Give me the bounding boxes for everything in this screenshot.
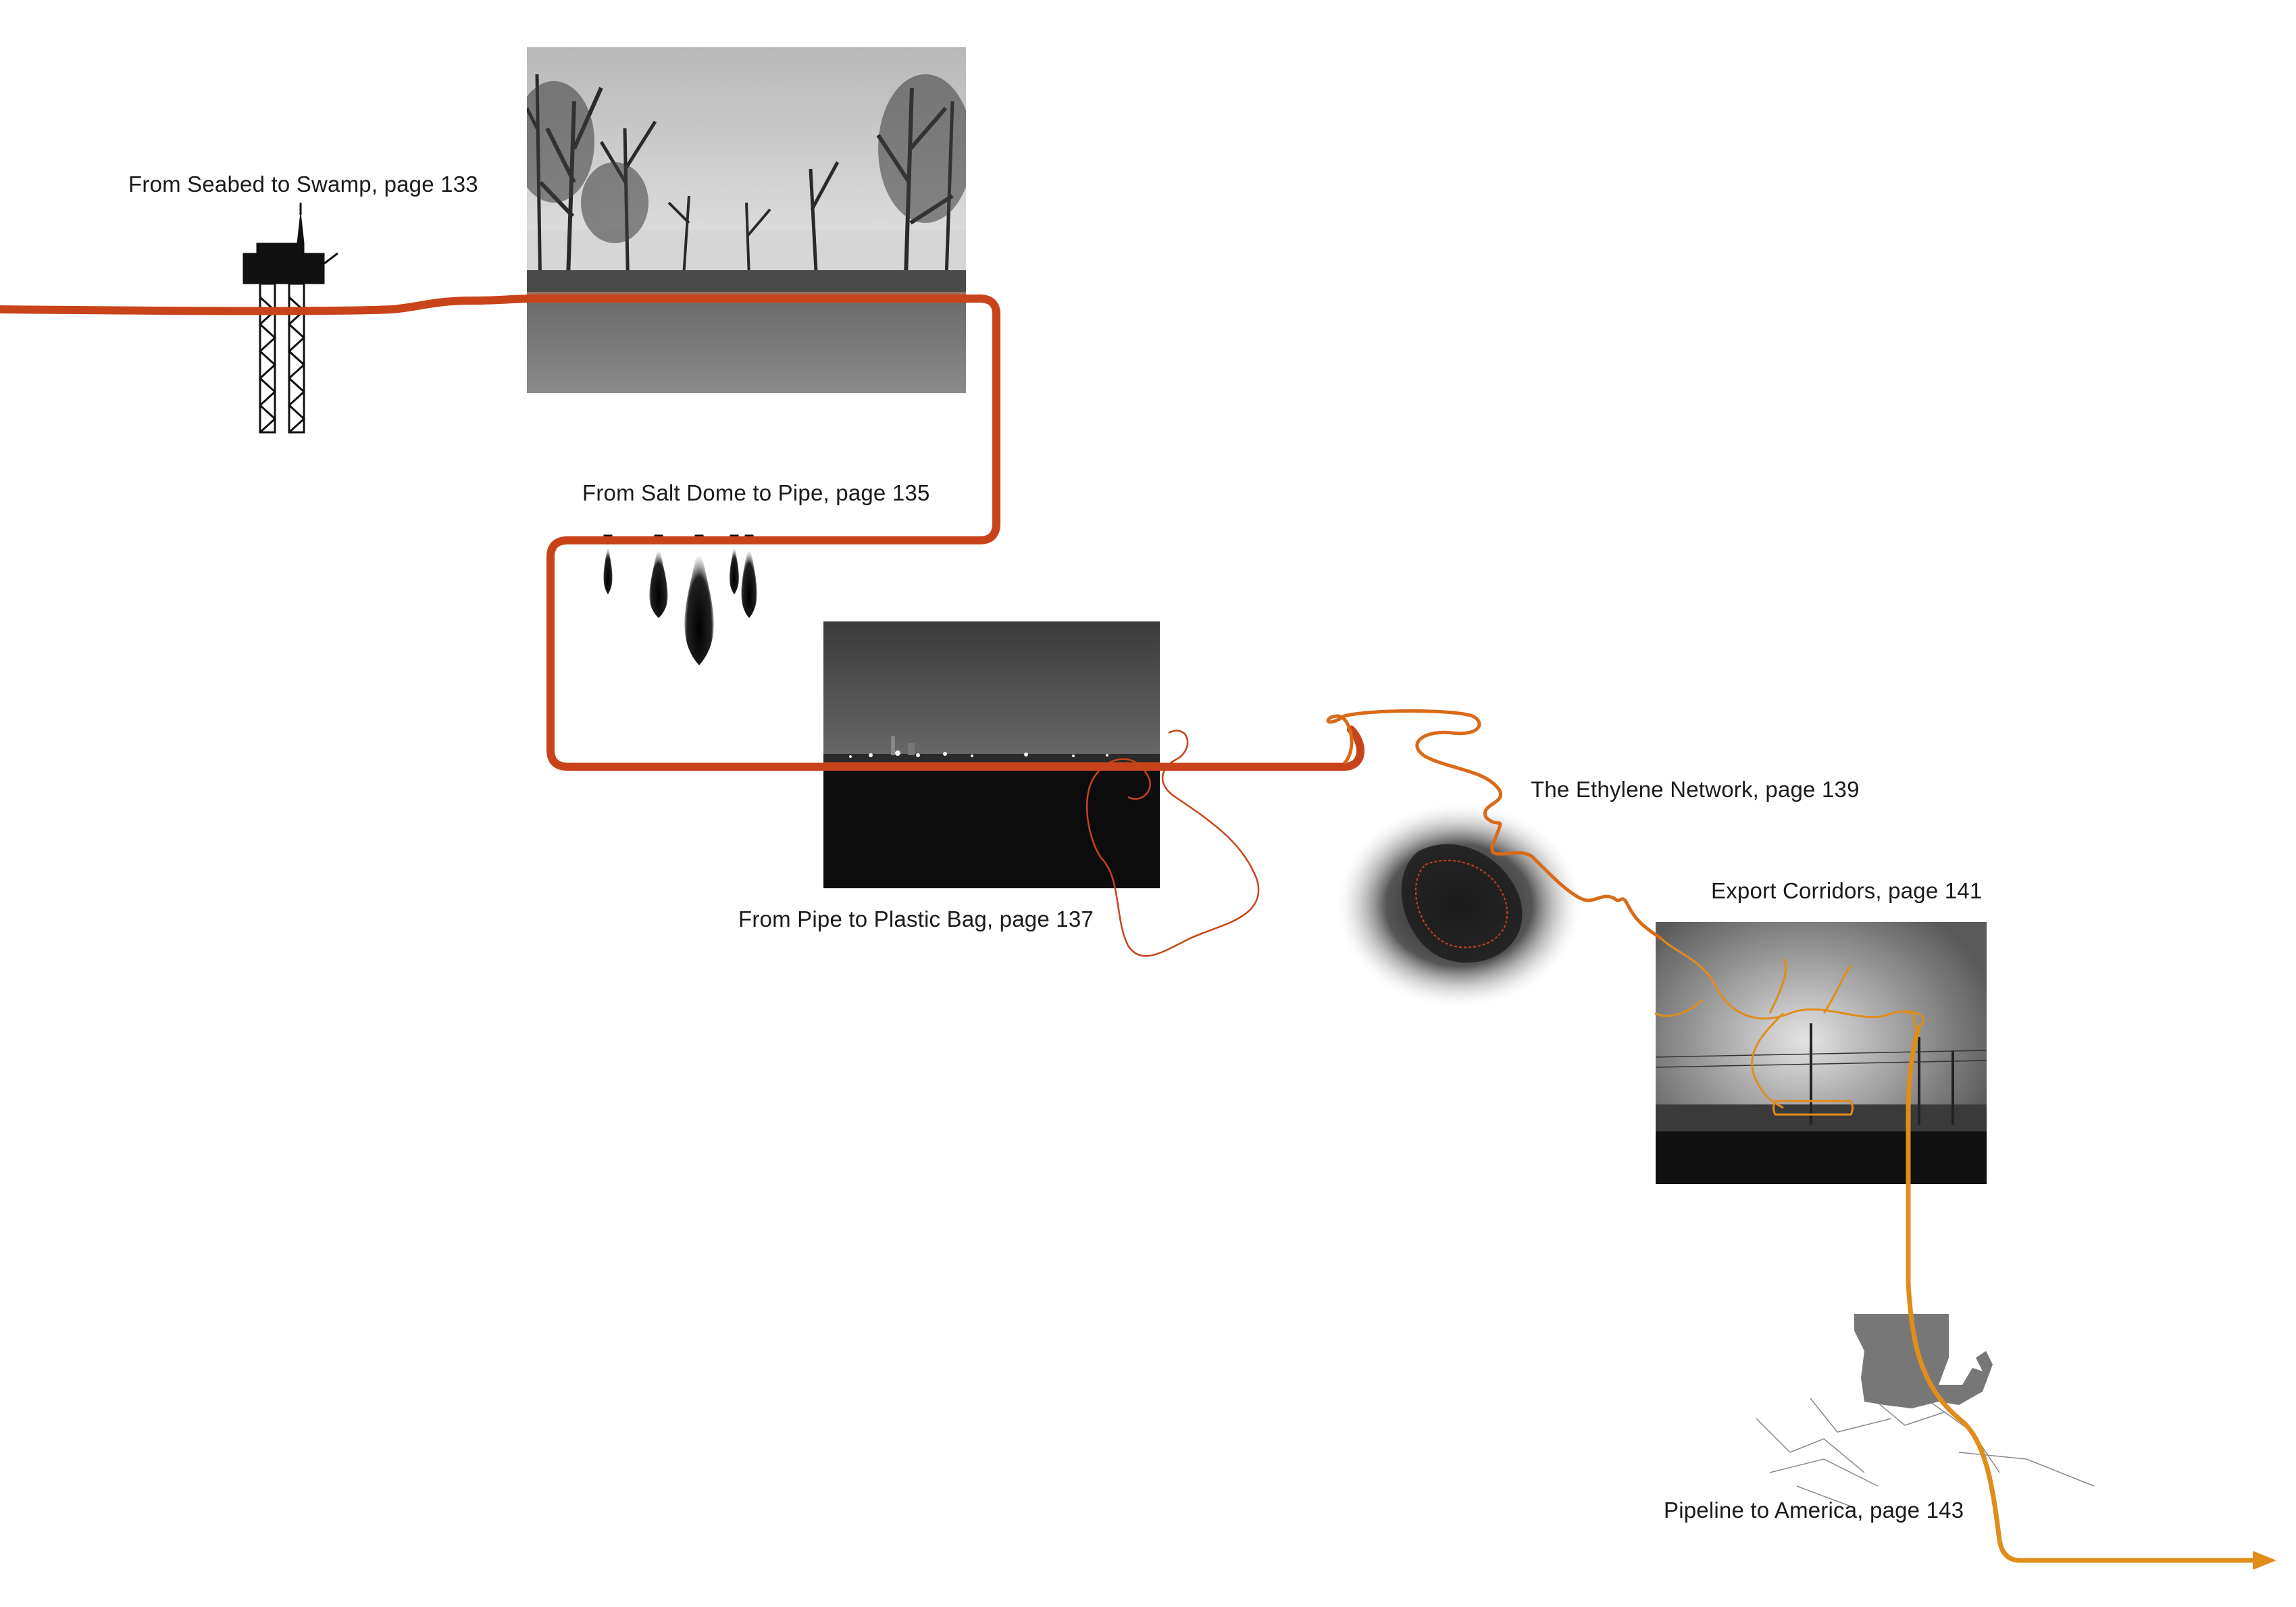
ethylene-pipe — [1326, 709, 1663, 941]
label-pipeline: Pipeline to America, page 143 — [1664, 1498, 1964, 1523]
louisiana-map-icon — [1756, 1314, 2095, 1507]
label-salt-dome: From Salt Dome to Pipe, page 135 — [582, 480, 930, 505]
foggy-industrial-photo — [1656, 922, 1987, 1184]
label-seabed: From Seabed to Swamp, page 133 — [128, 172, 478, 197]
refinery-night-photo — [823, 621, 1160, 888]
plastic-bag-outline — [1086, 730, 1260, 957]
america-pipe — [1906, 1026, 2256, 1563]
ethylene-network-map — [1337, 804, 1581, 1006]
label-export: Export Corridors, page 141 — [1711, 878, 1983, 903]
arrow-head-icon — [2253, 1551, 2276, 1570]
label-ethylene: The Ethylene Network, page 139 — [1531, 777, 1860, 802]
oil-platform-icon — [243, 203, 338, 434]
salt-dome-icon — [603, 534, 757, 665]
export-corridors-lines — [1654, 938, 1925, 1116]
label-plastic-bag: From Pipe to Plastic Bag, page 137 — [738, 907, 1094, 932]
main-pipe — [0, 295, 1364, 771]
swamp-photo — [527, 47, 966, 393]
